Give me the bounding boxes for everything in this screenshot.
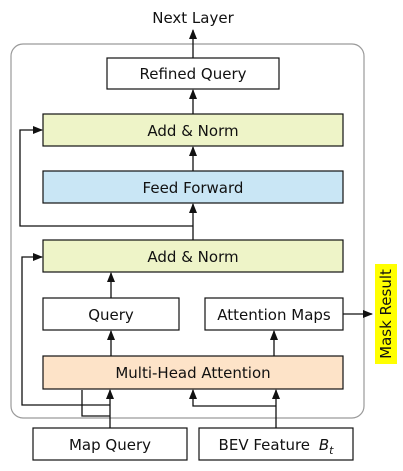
refined-query-box: Refined Query bbox=[106, 57, 280, 90]
multi-head-attention-rect bbox=[42, 355, 344, 390]
residual-skip-attention bbox=[21, 253, 110, 406]
residual-skip-feed-forward bbox=[19, 126, 193, 227]
map-query-branch bbox=[81, 390, 110, 417]
add-norm-bottom-label: Add & Norm bbox=[147, 248, 238, 266]
mask-result-highlight bbox=[375, 264, 397, 364]
feed-forward-label: Feed Forward bbox=[143, 179, 244, 197]
feed-forward-box: Feed Forward bbox=[42, 170, 344, 204]
bev-feature-label: BEV Feature Bt bbox=[219, 436, 335, 457]
add-norm-bottom-rect bbox=[42, 239, 344, 273]
attention-maps-label: Attention Maps bbox=[217, 306, 331, 324]
bev-feature-branch bbox=[189, 389, 276, 407]
add-norm-bottom-box: Add & Norm bbox=[42, 239, 344, 273]
bev-subscript: t bbox=[329, 444, 334, 457]
add-norm-top-rect bbox=[42, 113, 344, 147]
multi-head-attention-label: Multi-Head Attention bbox=[115, 364, 270, 382]
add-norm-top-label: Add & Norm bbox=[147, 122, 238, 140]
attention-maps-box: Attention Maps bbox=[204, 297, 344, 331]
next-layer-label: Next Layer bbox=[152, 9, 234, 27]
bev-feature-box: BEV Feature Bt bbox=[198, 427, 354, 461]
refined-query-label: Refined Query bbox=[139, 65, 246, 83]
bev-symbol: B bbox=[319, 436, 329, 454]
map-query-box: Map Query bbox=[32, 427, 188, 461]
mask-result-label-group: Mask Result bbox=[375, 264, 397, 364]
bev-feature-text: BEV Feature bbox=[219, 436, 310, 454]
connectors bbox=[19, 29, 373, 428]
multi-head-attention-box: Multi-Head Attention bbox=[42, 355, 344, 390]
add-norm-top-box: Add & Norm bbox=[42, 113, 344, 147]
decoder-layer-container bbox=[10, 43, 365, 419]
mask-result-label: Mask Result bbox=[377, 269, 395, 359]
query-label: Query bbox=[88, 306, 134, 324]
query-box: Query bbox=[42, 297, 180, 331]
map-query-label: Map Query bbox=[69, 436, 151, 454]
